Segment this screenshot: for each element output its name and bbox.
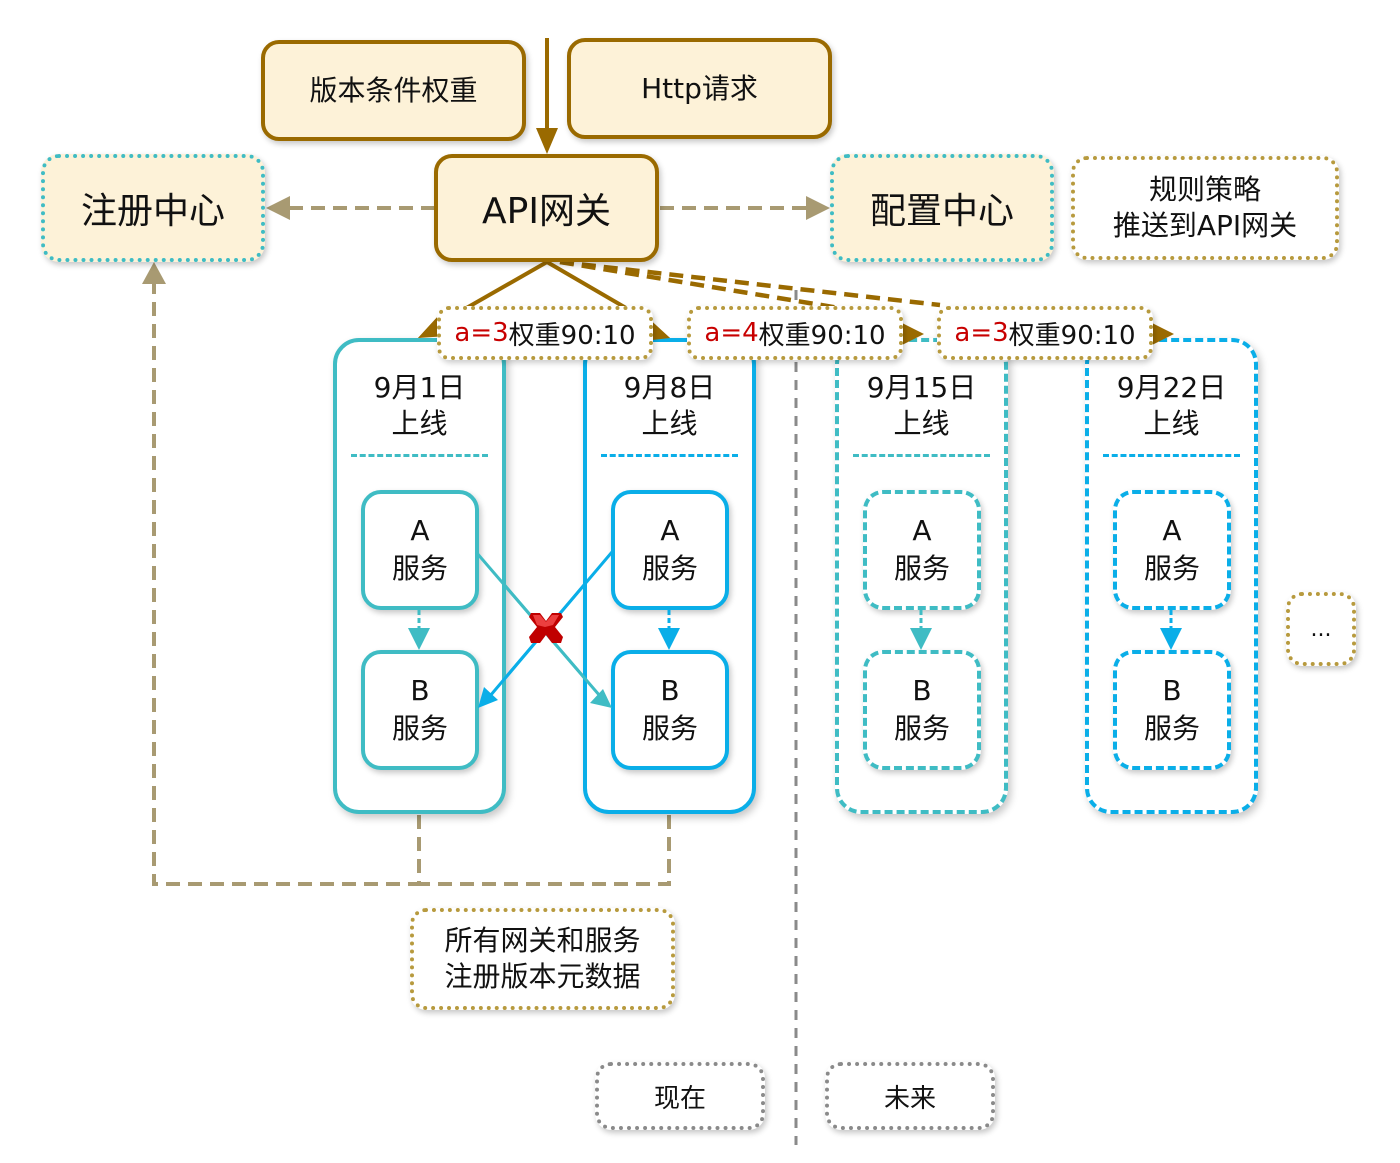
service-label: 服务 bbox=[641, 712, 698, 745]
rule-push-note-line1: 规则策略 bbox=[1148, 173, 1261, 206]
http-arrow bbox=[536, 38, 558, 154]
version-weight-label: 版本条件权重 bbox=[309, 73, 478, 107]
service-label: 服务 bbox=[893, 552, 950, 585]
http-request-label: Http请求 bbox=[641, 71, 758, 105]
lane-status: 上线 bbox=[641, 407, 698, 440]
timeline-now-label: 现在 bbox=[595, 1062, 765, 1130]
lane-separator bbox=[351, 454, 488, 457]
api-gateway-box: API网关 bbox=[434, 154, 659, 262]
service-name: A bbox=[1162, 514, 1182, 547]
lane-date: 9月15日 bbox=[866, 371, 977, 404]
weight-ratio: 权重90:10 bbox=[508, 320, 636, 351]
release-lane-0915: 9月15日上线 A 服务 B 服务 bbox=[835, 338, 1008, 814]
api-gateway-label: API网关 bbox=[482, 191, 611, 232]
register-note-line1: 所有网关和服务 bbox=[444, 924, 641, 957]
service-name: B bbox=[1162, 674, 1182, 707]
more-lanes-box: ... bbox=[1286, 592, 1356, 666]
service-label: 服务 bbox=[391, 712, 448, 745]
timeline-now-text: 现在 bbox=[653, 1083, 706, 1114]
service-name: A bbox=[912, 514, 932, 547]
service-b-box: B 服务 bbox=[361, 650, 479, 770]
release-lane-0901: 9月1日上线 A 服务 B 服务 bbox=[333, 338, 506, 814]
registration-links bbox=[142, 262, 671, 886]
service-label: 服务 bbox=[893, 712, 950, 745]
config-center-box: 配置中心 bbox=[830, 154, 1054, 262]
register-note-line2: 注册版本元数据 bbox=[444, 960, 641, 993]
service-a-box: A 服务 bbox=[1113, 490, 1231, 610]
lane-status: 上线 bbox=[1143, 407, 1200, 440]
service-a-box: A 服务 bbox=[863, 490, 981, 610]
registry-center-label: 注册中心 bbox=[80, 191, 225, 232]
service-name: B bbox=[660, 674, 680, 707]
registry-center-box: 注册中心 bbox=[41, 154, 265, 262]
service-label: 服务 bbox=[1143, 712, 1200, 745]
service-a-box: A 服务 bbox=[611, 490, 729, 610]
lane-separator bbox=[601, 454, 738, 457]
service-name: B bbox=[912, 674, 932, 707]
gateway-to-config-link bbox=[660, 196, 830, 220]
version-weight-box: 版本条件权重 bbox=[261, 40, 526, 141]
release-lane-0908: 9月8日上线 A 服务 B 服务 bbox=[583, 338, 756, 814]
rule-push-note: 规则策略 推送到API网关 bbox=[1071, 156, 1339, 260]
more-lanes-ellipsis: ... bbox=[1310, 616, 1332, 642]
service-name: A bbox=[410, 514, 430, 547]
config-center-label: 配置中心 bbox=[869, 191, 1014, 232]
service-name: B bbox=[410, 674, 430, 707]
lane-separator bbox=[1103, 454, 1240, 457]
service-label: 服务 bbox=[1143, 552, 1200, 585]
weight-ratio: 权重90:10 bbox=[1008, 320, 1136, 351]
service-a-box: A 服务 bbox=[361, 490, 479, 610]
timeline-future-label: 未来 bbox=[825, 1062, 995, 1130]
service-b-box: B 服务 bbox=[863, 650, 981, 770]
weight-ratio: 权重90:10 bbox=[758, 320, 886, 351]
service-label: 服务 bbox=[391, 552, 448, 585]
lane-status: 上线 bbox=[893, 407, 950, 440]
gateway-to-registry-link bbox=[266, 196, 435, 220]
lane-separator bbox=[853, 454, 990, 457]
register-metadata-note: 所有网关和服务 注册版本元数据 bbox=[410, 908, 675, 1010]
service-label: 服务 bbox=[641, 552, 698, 585]
timeline-future-text: 未来 bbox=[883, 1083, 936, 1114]
http-request-box: Http请求 bbox=[567, 38, 832, 139]
weight-condition: a=4 bbox=[704, 318, 759, 348]
service-name: A bbox=[660, 514, 680, 547]
service-b-box: B 服务 bbox=[611, 650, 729, 770]
lane-status: 上线 bbox=[391, 407, 448, 440]
red-x-icon bbox=[529, 613, 563, 643]
weight-condition: a=3 bbox=[454, 318, 509, 348]
lane-date: 9月1日 bbox=[373, 371, 466, 404]
lane-date: 9月8日 bbox=[623, 371, 716, 404]
lane-date: 9月22日 bbox=[1116, 371, 1227, 404]
release-lane-0922: 9月22日上线 A 服务 B 服务 bbox=[1085, 338, 1258, 814]
service-b-box: B 服务 bbox=[1113, 650, 1231, 770]
rule-push-note-line2: 推送到API网关 bbox=[1112, 209, 1298, 242]
weight-condition: a=3 bbox=[954, 318, 1009, 348]
